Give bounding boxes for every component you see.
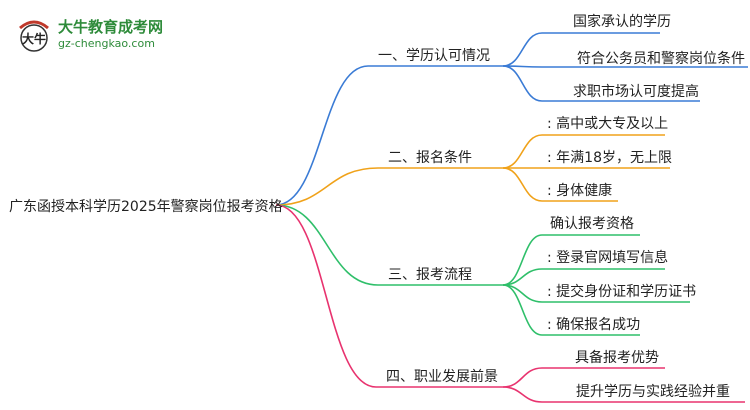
leaf-4-1: 具备报考优势 xyxy=(575,350,659,366)
leaf-4-2: 提升学历与实践经验并重 xyxy=(576,384,730,400)
branch-label-1: 一、学历认可情况 xyxy=(378,48,490,64)
branch-label-2: 二、报名条件 xyxy=(388,150,472,166)
branch-4-leaf-2-connector xyxy=(502,386,543,403)
leaf-3-2: : 登录官网填写信息 xyxy=(547,250,669,266)
branch-2-leaf-3-connector xyxy=(502,167,543,202)
leaf-2-3: : 身体健康 xyxy=(547,183,613,199)
branch-1-leaf-3-connector xyxy=(502,65,543,102)
branch-3-leaf-4-connector xyxy=(502,284,543,336)
bull-logo-icon: 大牛 xyxy=(19,20,49,52)
root-to-branch-1-connector xyxy=(275,65,369,206)
site-logo: 大牛 大牛教育成考网 gz-chengkao.com xyxy=(14,14,164,60)
leaf-3-4: : 确保报名成功 xyxy=(547,317,641,333)
branch-label-4: 四、职业发展前景 xyxy=(386,369,498,385)
leaf-1-2: 符合公务员和警察岗位条件 xyxy=(577,51,745,67)
branch-3-leaf-1-connector xyxy=(502,234,543,286)
leaf-2-2: : 年满18岁，无上限 xyxy=(547,150,672,166)
root-to-branch-4-connector xyxy=(275,204,377,388)
logo-title: 大牛教育成考网 xyxy=(58,18,164,36)
branch-2-leaf-1-connector xyxy=(502,134,543,169)
leaf-2-1: : 高中或大专及以上 xyxy=(547,116,669,132)
logo-url: gz-chengkao.com xyxy=(58,37,155,50)
logo-glyph: 大牛 xyxy=(22,31,46,46)
leaf-3-1: 确认报考资格 xyxy=(550,216,634,232)
leaf-1-3: 求职市场认可度提高 xyxy=(573,84,699,100)
branch-4-leaf-1-connector xyxy=(502,367,543,388)
root-to-branch-3-connector xyxy=(275,204,379,286)
root-topic: 广东函授本科学历2025年警察岗位报考资格 xyxy=(9,199,283,215)
root-to-branch-2-connector xyxy=(275,167,379,206)
leaf-1-1: 国家承认的学历 xyxy=(573,14,671,30)
leaf-3-3: : 提交身份证和学历证书 xyxy=(547,284,697,300)
branch-1-leaf-1-connector xyxy=(502,32,543,67)
branch-label-3: 三、报考流程 xyxy=(388,267,472,283)
